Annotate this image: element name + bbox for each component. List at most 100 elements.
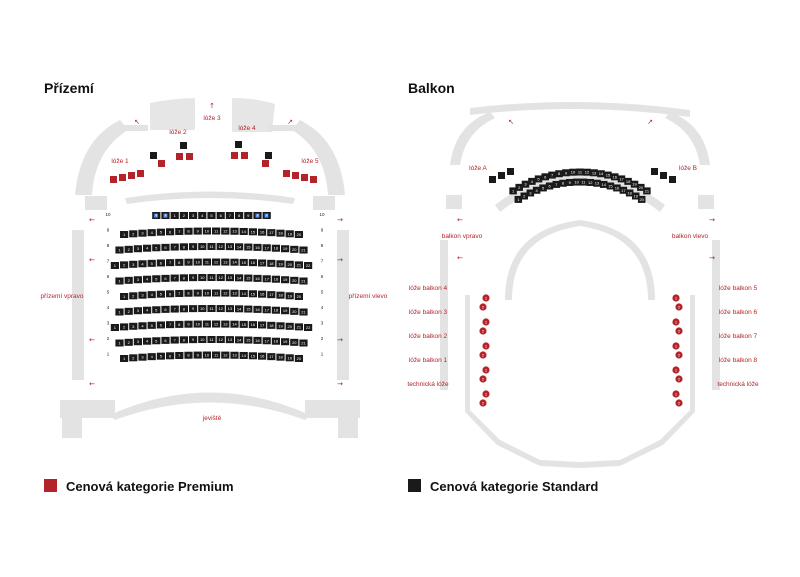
box-seat[interactable] bbox=[672, 294, 680, 302]
wheelchair-seat[interactable] bbox=[152, 212, 161, 219]
seat[interactable] bbox=[514, 195, 523, 203]
seat[interactable] bbox=[225, 336, 234, 344]
seat[interactable] bbox=[216, 305, 225, 313]
seat[interactable] bbox=[276, 291, 285, 299]
seat[interactable] bbox=[166, 352, 175, 360]
seat[interactable] bbox=[599, 180, 608, 188]
seat[interactable] bbox=[258, 321, 267, 329]
seat[interactable] bbox=[198, 243, 207, 251]
seat[interactable] bbox=[597, 170, 605, 178]
seat[interactable] bbox=[179, 274, 188, 282]
seat[interactable] bbox=[294, 231, 303, 238]
seat[interactable] bbox=[572, 178, 581, 186]
seat[interactable] bbox=[520, 192, 528, 200]
seat[interactable] bbox=[562, 169, 570, 177]
seat[interactable] bbox=[120, 355, 129, 362]
seat[interactable] bbox=[244, 305, 253, 313]
seat[interactable] bbox=[133, 307, 142, 315]
seat[interactable] bbox=[225, 274, 234, 282]
seat[interactable] bbox=[129, 354, 138, 362]
seat[interactable] bbox=[534, 175, 543, 183]
seat[interactable] bbox=[221, 320, 230, 328]
seat[interactable] bbox=[248, 290, 257, 298]
seat[interactable] bbox=[170, 336, 179, 344]
seat[interactable] bbox=[532, 186, 541, 194]
seat[interactable] bbox=[221, 351, 230, 359]
seat[interactable] bbox=[166, 321, 175, 329]
seat[interactable] bbox=[248, 321, 257, 329]
seat[interactable] bbox=[624, 177, 632, 185]
seat[interactable] bbox=[129, 322, 138, 330]
seat[interactable] bbox=[207, 305, 216, 312]
seat[interactable] bbox=[221, 227, 230, 235]
box-seat[interactable] bbox=[675, 327, 683, 335]
seat[interactable] bbox=[515, 183, 523, 191]
seat[interactable] bbox=[285, 230, 294, 238]
seat[interactable] bbox=[276, 353, 285, 361]
seat[interactable] bbox=[184, 258, 193, 266]
seat[interactable] bbox=[212, 351, 221, 359]
seat[interactable] bbox=[267, 353, 276, 361]
seat[interactable] bbox=[221, 258, 230, 266]
seat[interactable] bbox=[248, 352, 257, 360]
seat[interactable] bbox=[304, 324, 313, 331]
seat[interactable] bbox=[110, 324, 119, 331]
seat[interactable] bbox=[166, 290, 175, 298]
seat[interactable] bbox=[175, 289, 184, 297]
seat[interactable] bbox=[202, 351, 211, 359]
seat[interactable] bbox=[120, 231, 129, 238]
seat[interactable] bbox=[267, 229, 276, 237]
seat[interactable] bbox=[212, 258, 221, 266]
seat[interactable] bbox=[147, 229, 156, 237]
wheelchair-seat[interactable] bbox=[253, 212, 262, 219]
seat[interactable] bbox=[179, 243, 188, 251]
seat[interactable] bbox=[189, 305, 198, 313]
seat[interactable] bbox=[138, 353, 147, 361]
seat[interactable] bbox=[152, 244, 161, 252]
seat[interactable] bbox=[170, 305, 179, 313]
seat[interactable] bbox=[138, 291, 147, 299]
seat[interactable] bbox=[281, 338, 290, 346]
seat[interactable] bbox=[611, 173, 619, 181]
box-seat[interactable] bbox=[672, 318, 680, 326]
seat[interactable] bbox=[271, 244, 280, 252]
seat[interactable] bbox=[179, 305, 188, 313]
box-seat[interactable] bbox=[482, 390, 490, 398]
seat[interactable] bbox=[193, 320, 202, 328]
seat[interactable] bbox=[120, 293, 129, 300]
seat[interactable] bbox=[299, 277, 308, 285]
seat[interactable] bbox=[276, 322, 285, 330]
seat[interactable] bbox=[170, 274, 179, 282]
seat[interactable] bbox=[184, 227, 193, 235]
seat[interactable] bbox=[253, 274, 262, 282]
seat[interactable] bbox=[267, 291, 276, 299]
box-seat[interactable] bbox=[482, 366, 490, 374]
seat[interactable] bbox=[175, 320, 184, 328]
seat[interactable] bbox=[156, 321, 165, 329]
seat[interactable] bbox=[528, 177, 536, 185]
seat[interactable] bbox=[281, 245, 290, 253]
seat[interactable] bbox=[161, 243, 170, 251]
seat[interactable] bbox=[152, 306, 161, 314]
seat[interactable] bbox=[271, 337, 280, 345]
seat[interactable] bbox=[258, 352, 267, 360]
seat[interactable] bbox=[539, 184, 547, 192]
seat[interactable] bbox=[193, 289, 202, 297]
seat[interactable] bbox=[576, 168, 584, 176]
seat[interactable] bbox=[244, 274, 253, 282]
seat[interactable] bbox=[294, 293, 303, 300]
seat[interactable] bbox=[175, 227, 184, 235]
seat[interactable] bbox=[143, 337, 152, 345]
seat[interactable] bbox=[637, 195, 646, 203]
seat[interactable] bbox=[184, 351, 193, 359]
seat[interactable] bbox=[189, 274, 198, 282]
seat[interactable] bbox=[258, 228, 267, 236]
seat[interactable] bbox=[559, 179, 567, 187]
box-seat[interactable] bbox=[675, 375, 683, 383]
seat[interactable] bbox=[239, 258, 248, 266]
